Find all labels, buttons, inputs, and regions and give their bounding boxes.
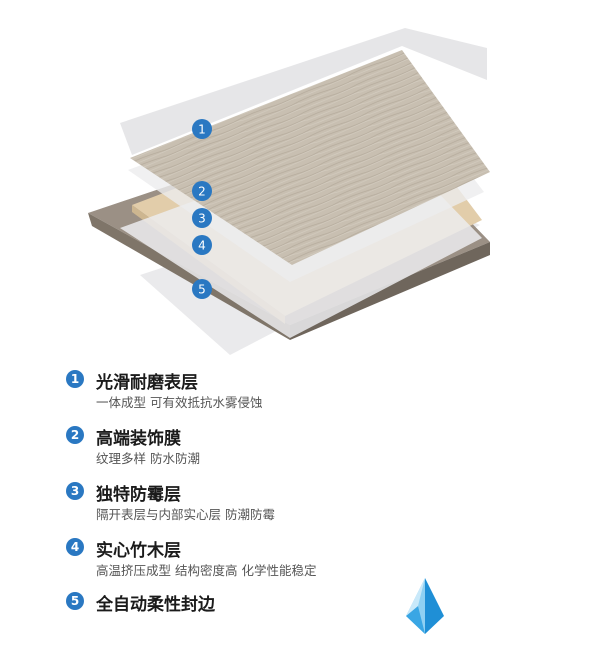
legend-title: 全自动柔性封边 xyxy=(96,595,215,615)
number-badge: 2 xyxy=(66,426,84,444)
number-badge: 3 xyxy=(66,482,84,500)
legend-title: 高端装饰膜 xyxy=(96,429,181,449)
marker-2: 2 xyxy=(192,181,212,201)
svg-text:4: 4 xyxy=(198,239,206,253)
legend-title: 光滑耐磨表层 xyxy=(96,373,198,393)
layer-film-1 xyxy=(120,28,487,155)
number-badge: 4 xyxy=(66,538,84,556)
svg-text:3: 3 xyxy=(198,212,206,226)
svg-text:5: 5 xyxy=(198,283,206,297)
legend-desc: 高温挤压成型 结构密度高 化学性能稳定 xyxy=(96,563,317,578)
marker-4: 4 xyxy=(192,235,212,255)
layer-base-edge xyxy=(88,213,290,340)
svg-text:2: 2 xyxy=(198,185,206,199)
marker-5: 5 xyxy=(192,279,212,299)
svg-text:1: 1 xyxy=(198,123,206,137)
layer-diagram: 1 2 3 4 5 xyxy=(88,28,490,355)
marker-3: 3 xyxy=(192,208,212,228)
legend-desc: 隔开表层与内部实心层 防潮防霉 xyxy=(96,507,275,522)
legend-desc: 一体成型 可有效抵抗水雾侵蚀 xyxy=(96,395,263,410)
layer-base-side xyxy=(290,242,490,340)
legend-desc: 纹理多样 防水防潮 xyxy=(96,451,200,466)
number-badge: 5 xyxy=(66,592,84,610)
number-badge: 1 xyxy=(66,370,84,388)
legend-title: 独特防霉层 xyxy=(96,485,181,505)
legend-title: 实心竹木层 xyxy=(96,541,181,561)
triangle-logo-icon xyxy=(406,578,444,634)
layer-markers: 1 2 3 4 5 xyxy=(192,119,212,299)
layer-wood-surface xyxy=(130,50,490,265)
marker-1: 1 xyxy=(192,119,212,139)
